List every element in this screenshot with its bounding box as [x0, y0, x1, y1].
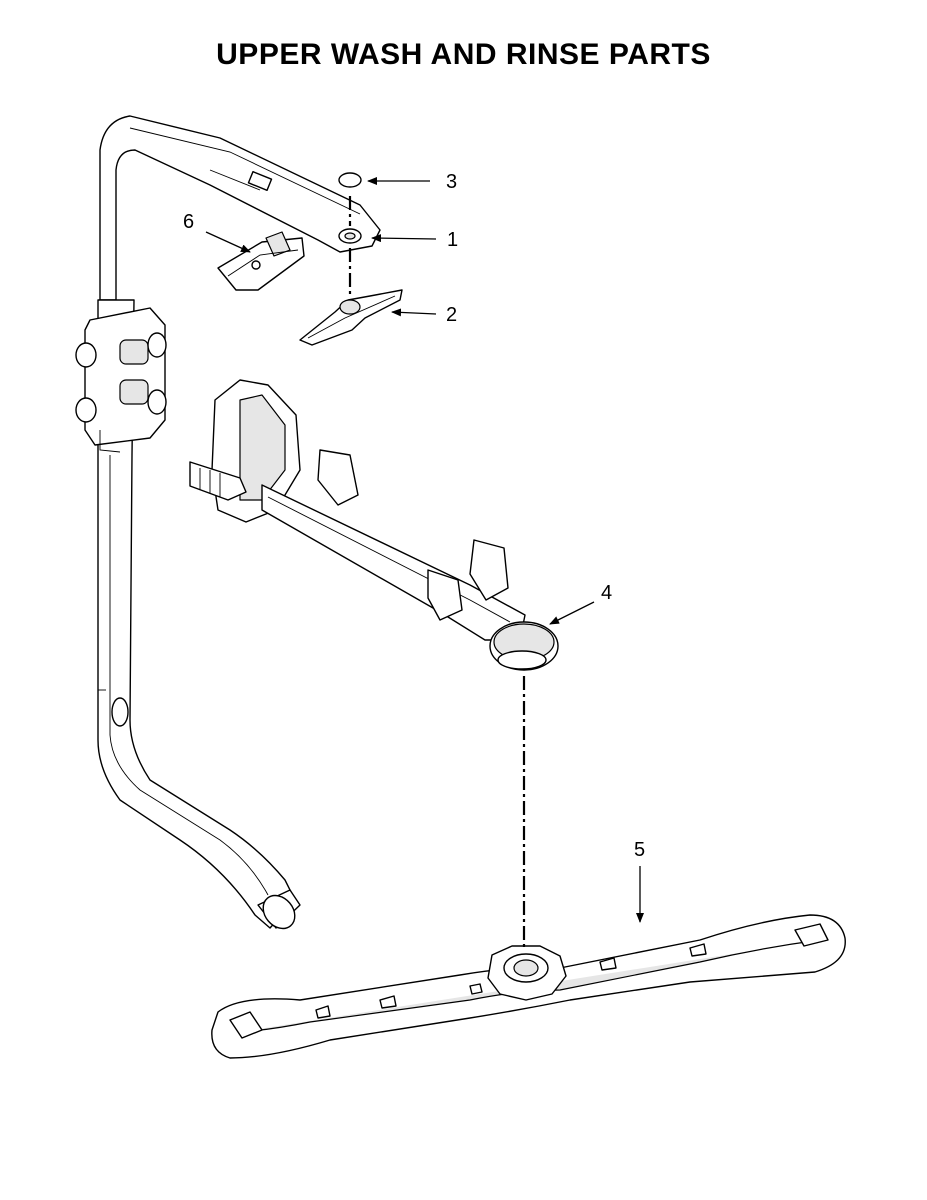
tube-mount-bracket: [75, 307, 167, 453]
part-5-lower-spray-arm: [211, 914, 846, 1059]
part-6-clip: [217, 231, 305, 291]
callout-2-arrow: [391, 308, 437, 317]
callout-4-arrow: [549, 601, 595, 625]
callout-5-label: 5: [634, 839, 645, 861]
callout-1-label: 1: [447, 229, 458, 251]
callout-6-arrow: [205, 231, 251, 253]
part-4-spray-arm-mount: [189, 379, 559, 671]
callout-6-label: 6: [183, 211, 194, 233]
part-2-small-spray-arm: [299, 289, 403, 346]
callout-4-label: 4: [601, 582, 612, 604]
part-1-hub: [338, 228, 362, 244]
callout-2-label: 2: [446, 304, 457, 326]
part-3-cap: [338, 172, 362, 188]
callout-3-label: 3: [446, 171, 457, 193]
callout-1-arrow: [371, 234, 437, 243]
diagram-title: UPPER WASH AND RINSE PARTS: [216, 38, 711, 71]
